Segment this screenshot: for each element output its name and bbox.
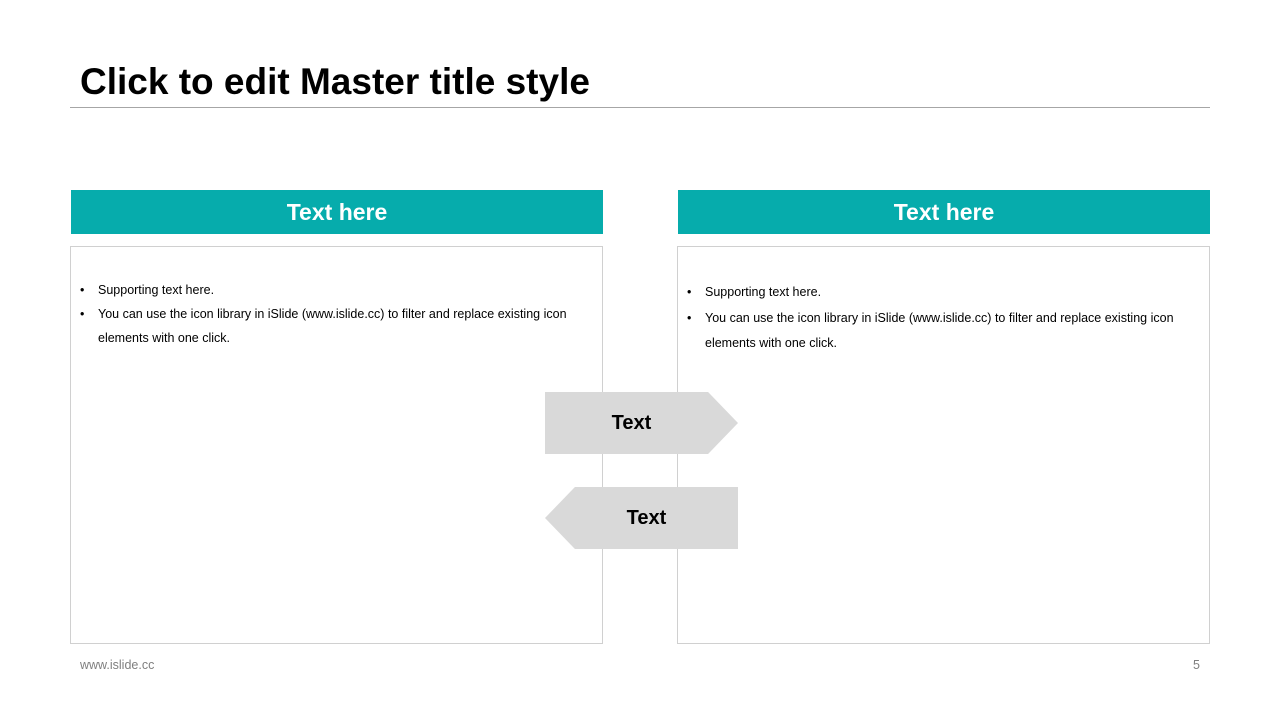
bullet-item[interactable]: You can use the icon library in iSlide (…: [678, 306, 1189, 357]
footer-url: www.islide.cc: [80, 658, 155, 672]
left-panel-header[interactable]: Text here: [71, 190, 603, 234]
right-arrow-label: Text: [611, 411, 652, 434]
page-number: 5: [1193, 658, 1200, 672]
right-panel-header[interactable]: Text here: [678, 190, 1210, 234]
title-divider: [70, 107, 1210, 108]
right-arrow-shape[interactable]: Text: [545, 392, 738, 454]
left-panel-body[interactable]: Supporting text here. You can use the ic…: [70, 246, 603, 644]
bullet-item[interactable]: Supporting text here.: [678, 280, 1189, 306]
bullet-item[interactable]: Supporting text here.: [71, 278, 582, 302]
left-arrow-shape[interactable]: Text: [545, 487, 738, 549]
left-arrow-label: Text: [626, 506, 667, 529]
slide-title[interactable]: Click to edit Master title style: [80, 61, 590, 102]
right-bullet-list: Supporting text here. You can use the ic…: [678, 247, 1209, 357]
bullet-item[interactable]: You can use the icon library in iSlide (…: [71, 302, 582, 350]
right-panel-body[interactable]: Supporting text here. You can use the ic…: [677, 246, 1210, 644]
left-bullet-list: Supporting text here. You can use the ic…: [71, 247, 602, 350]
